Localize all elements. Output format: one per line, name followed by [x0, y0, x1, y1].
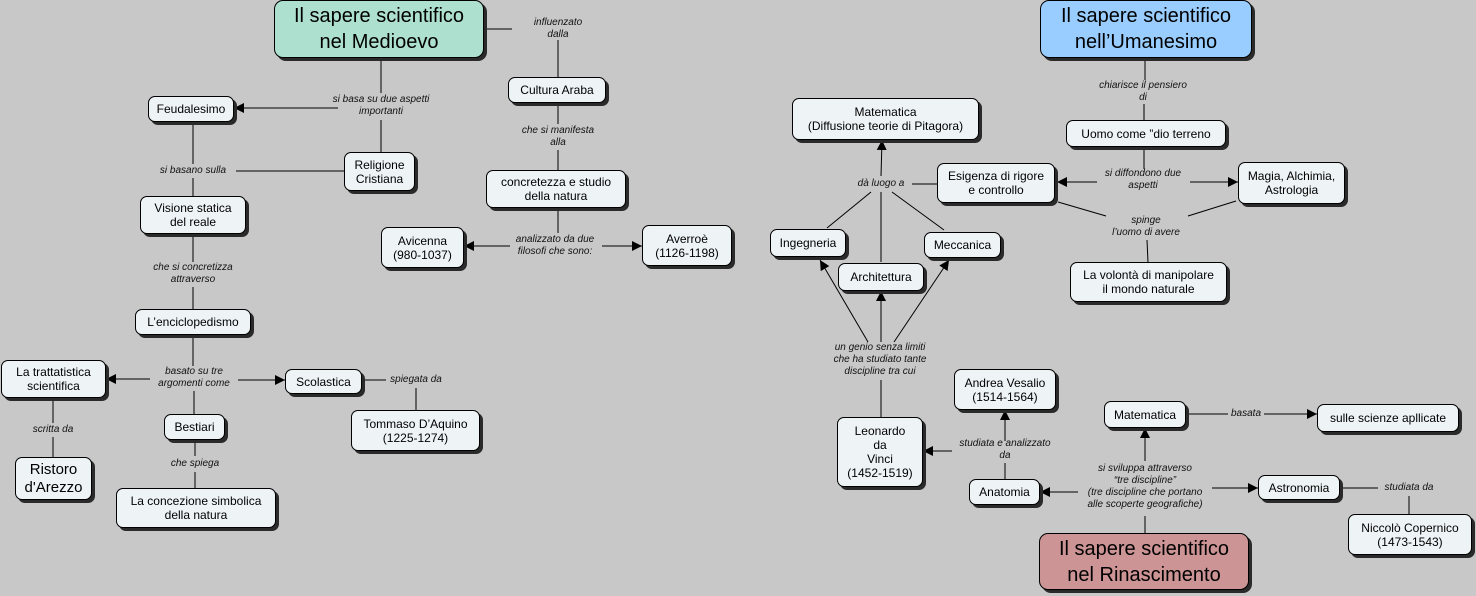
node-volonta[interactable]: La volontà di manipolare il mondo natura…	[1070, 262, 1227, 302]
node-trattatistica[interactable]: La trattatistica scientifica	[1, 360, 106, 398]
node-uomo-dio-terreno[interactable]: Uomo come ”dio terreno	[1066, 120, 1226, 147]
node-ristoro[interactable]: Ristoro d'Arezzo	[15, 457, 92, 500]
link-label: un genio senza limiti che ha studiato ta…	[833, 342, 927, 377]
node-concretezza[interactable]: concretezza e studio della natura	[486, 170, 626, 208]
arrow-connector	[893, 259, 950, 343]
link-label: dà luogo a	[857, 178, 905, 189]
link-label: basato su tre argomenti come	[158, 366, 230, 389]
umanesimo-title-node[interactable]: Il sapere scientifico nell’Umanesimo	[1040, 0, 1252, 58]
node-matematica[interactable]: Matematica	[1104, 401, 1186, 428]
arrow-connector	[876, 139, 887, 177]
link-label: influenzato dalla	[533, 17, 583, 40]
line-connector	[826, 191, 872, 229]
link-label: che spiega	[170, 458, 220, 469]
node-copernico[interactable]: Niccolò Copernico (1473-1543)	[1348, 514, 1472, 555]
node-bestiari[interactable]: Bestiari	[164, 414, 225, 440]
node-avicenna[interactable]: Avicenna (980-1037)	[381, 227, 464, 268]
node-vesalio[interactable]: Andrea Vesalio (1514-1564)	[954, 369, 1056, 410]
node-feudalesimo[interactable]: Feudalesimo	[148, 96, 234, 122]
link-label: si sviluppa attraverso “tre discipline” …	[1087, 463, 1203, 510]
node-meccanica[interactable]: Meccanica	[924, 232, 1001, 258]
rinascimento-title-node[interactable]: Il sapere scientifico nel Rinascimento	[1039, 533, 1249, 590]
node-cultura-araba[interactable]: Cultura Araba	[508, 77, 606, 103]
line-connector	[1187, 200, 1237, 217]
link-label: chiarisce il pensiero di	[1099, 80, 1187, 103]
link-label: basata	[1230, 408, 1262, 419]
link-label: analizzato da due filosofi che sono:	[515, 234, 595, 257]
link-label: che si concretizza attraverso	[153, 262, 233, 285]
node-enciclopedismo[interactable]: L’enciclopedismo	[135, 309, 251, 335]
line-connector	[891, 191, 945, 231]
medioevo-title-node[interactable]: Il sapere scientifico nel Medioevo	[274, 0, 484, 58]
node-esigenza[interactable]: Esigenza di rigore e controllo	[937, 163, 1055, 203]
link-label: si basa su due aspetti importanti	[332, 94, 430, 117]
node-visione-statica[interactable]: Visione statica del reale	[140, 196, 246, 234]
node-matematica-pitagora[interactable]: Matematica (Diffusione teorie di Pitagor…	[792, 98, 979, 140]
node-averroe[interactable]: Averroè (1126-1198)	[642, 225, 732, 266]
node-magia[interactable]: Magia, Alchimia, Astrologia	[1238, 162, 1345, 204]
node-concezione-simbolica[interactable]: La concezione simbolica della natura	[116, 488, 276, 528]
link-label: che si manifesta alla	[521, 125, 595, 148]
node-religione-cristiana[interactable]: Religione Cristiana	[344, 152, 415, 191]
link-label: studiata e analizzato da	[959, 438, 1051, 461]
node-tommaso[interactable]: Tommaso D’Aquino (1225-1274)	[351, 410, 480, 451]
link-label: scritta da	[32, 424, 74, 435]
node-astronomia[interactable]: Astronomia	[1258, 475, 1340, 500]
node-ingegneria[interactable]: Ingegneria	[770, 229, 846, 257]
node-architettura[interactable]: Architettura	[838, 263, 924, 291]
link-label: si basano sulla	[159, 165, 227, 176]
line-connector	[1057, 201, 1107, 217]
link-label: spinge l’uomo di avere	[1112, 215, 1180, 238]
link-label: spiegata da	[390, 374, 442, 385]
link-label: studiata da	[1384, 482, 1434, 493]
node-scolastica[interactable]: Scolastica	[285, 369, 362, 394]
line-connector	[1146, 239, 1149, 263]
node-scienze-applicate[interactable]: sulle scienze apllicate	[1317, 404, 1459, 432]
node-anatomia[interactable]: Anatomia	[969, 479, 1040, 505]
link-label: si diffondono due aspetti	[1104, 168, 1182, 191]
arrow-connector	[819, 259, 869, 343]
node-leonardo[interactable]: Leonardo da Vinci (1452-1519)	[837, 417, 923, 487]
